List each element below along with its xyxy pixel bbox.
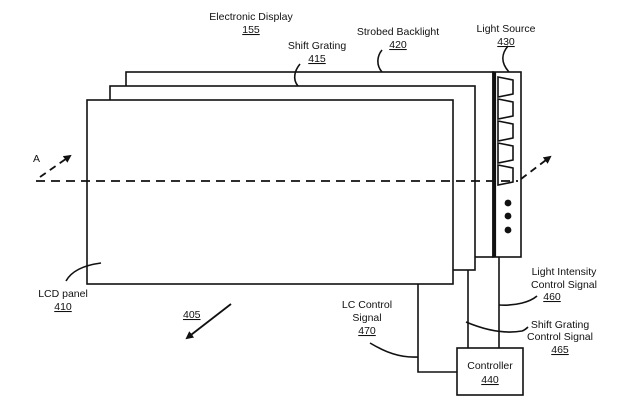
strobed-backlight-ref: 420 bbox=[389, 39, 407, 51]
shift-grating-signal-label-line2: Control Signal bbox=[527, 331, 593, 343]
light-intensity-label-line2: Control Signal bbox=[531, 279, 597, 291]
leader-lcd-panel bbox=[65, 262, 102, 282]
axis-a-label: A bbox=[33, 153, 40, 165]
shift-grating-signal-ref: 465 bbox=[551, 344, 569, 356]
lcd-panel bbox=[86, 99, 454, 285]
lcd-panel-label: LCD panel bbox=[38, 288, 88, 300]
light-intensity-label-line1: Light Intensity bbox=[532, 266, 598, 278]
leader-light-source bbox=[502, 45, 510, 73]
leader-shift-grating bbox=[293, 63, 301, 87]
controller-label: Controller bbox=[467, 360, 513, 372]
lcd-panel-ref: 410 bbox=[54, 301, 72, 313]
electronic-display-label: Electronic Display bbox=[209, 11, 293, 23]
led-emitters bbox=[497, 76, 514, 186]
viewer-direction-arrow bbox=[185, 303, 232, 340]
led-emitter bbox=[497, 142, 514, 164]
lc-control-label-line2: Signal bbox=[352, 312, 381, 324]
leader-light-intensity bbox=[498, 295, 538, 306]
shift-grating-label: Shift Grating bbox=[288, 40, 347, 52]
viewer-ref-405: 405 bbox=[183, 309, 201, 321]
axis-a-arrow bbox=[39, 154, 72, 178]
controller-ref: 440 bbox=[481, 374, 499, 386]
light-intensity-ref: 460 bbox=[543, 291, 561, 303]
lc-control-ref: 470 bbox=[358, 325, 376, 337]
leader-strobed-backlight bbox=[377, 49, 383, 73]
leader-lc-control bbox=[369, 342, 419, 358]
light-source-label: Light Source bbox=[477, 23, 536, 35]
controller-box bbox=[456, 347, 524, 396]
electronic-display-ref: 155 bbox=[242, 24, 260, 36]
led-emitter bbox=[497, 120, 514, 142]
leader-shift-grating-signal bbox=[465, 321, 529, 333]
led-emitter bbox=[497, 98, 514, 120]
led-emitter bbox=[497, 164, 514, 186]
ellipsis-dots bbox=[504, 199, 512, 234]
exit-arrow bbox=[520, 155, 552, 180]
lc-control-signal-wire bbox=[417, 284, 457, 373]
light-source-ref: 430 bbox=[497, 36, 515, 48]
shift-grating-signal-label-line1: Shift Grating bbox=[531, 319, 590, 331]
led-emitter bbox=[497, 76, 514, 98]
strobed-backlight-label: Strobed Backlight bbox=[357, 26, 439, 38]
lc-control-label-line1: LC Control bbox=[342, 299, 392, 311]
shift-grating-ref: 415 bbox=[308, 53, 326, 65]
